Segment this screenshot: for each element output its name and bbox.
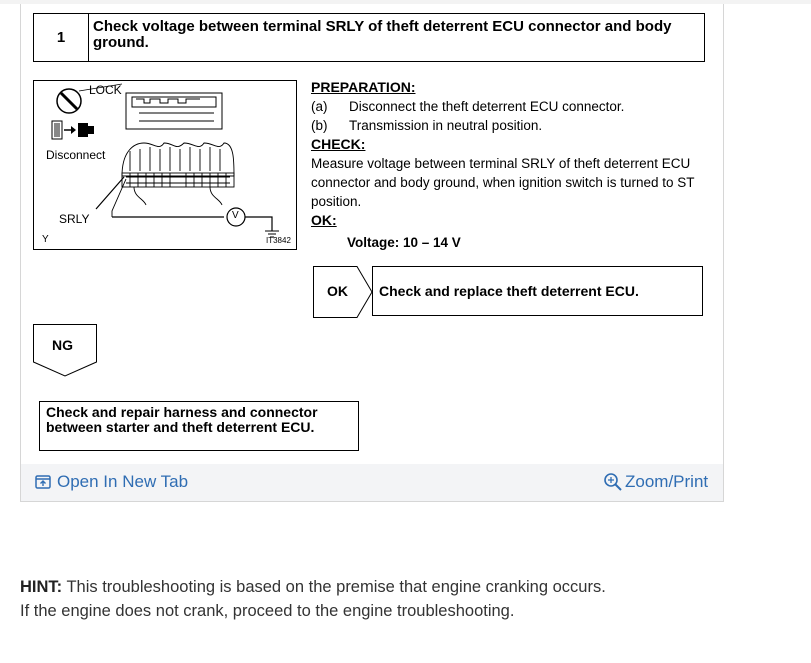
figure-footer: Open In New Tab Zoom/Print [21, 464, 723, 501]
step-title: Check voltage between terminal SRLY of t… [93, 18, 672, 51]
disconnect-icon [51, 120, 94, 140]
disconnect-label: Disconnect [46, 148, 106, 162]
zoom-icon [604, 473, 622, 491]
step-number: 1 [34, 14, 89, 61]
wiring-figure: LOCK Disconnect SRLY Y V IT3842 [33, 80, 297, 250]
hint-text: HINT: This troubleshooting is based on t… [20, 575, 800, 623]
procedure-text: PREPARATION: (a) Disconnect the theft de… [311, 78, 721, 252]
prep-item-label: (b) [311, 118, 328, 133]
open-new-tab-label: Open In New Tab [57, 472, 189, 491]
lock-switch-icon [56, 88, 82, 114]
ng-arrow-shape [33, 324, 97, 377]
srly-label: SRLY [59, 212, 90, 226]
prep-item: (b) Transmission in neutral position. [311, 116, 721, 135]
y-label: Y [42, 234, 49, 245]
prep-item-text: Disconnect the theft deterrent ECU conne… [349, 99, 625, 114]
ok-label: OK [327, 283, 348, 299]
harness-connector [121, 142, 235, 206]
open-new-tab-link[interactable]: Open In New Tab [35, 472, 188, 492]
prep-item-label: (a) [311, 99, 328, 114]
top-divider [0, 0, 811, 4]
prep-item: (a) Disconnect the theft deterrent ECU c… [311, 97, 721, 116]
troubleshooting-panel: 1 Check voltage between terminal SRLY of… [20, 4, 724, 502]
connector-diagram [51, 83, 279, 238]
ok-branch-tag: OK [313, 266, 373, 318]
hint-label: HINT: [20, 578, 63, 596]
step-header: 1 Check voltage between terminal SRLY of… [33, 13, 705, 62]
figure-id: IT3842 [266, 236, 291, 245]
ng-result-box: Check and repair harness and connector b… [39, 401, 359, 451]
check-heading: CHECK: [311, 136, 366, 152]
hint-line-2: If the engine does not crank, proceed to… [20, 602, 515, 620]
prep-item-text: Transmission in neutral position. [349, 118, 543, 133]
voltmeter-label: V [232, 210, 239, 221]
zoom-print-link[interactable]: Zoom/Print [603, 472, 708, 492]
voltage-spec: Voltage: 10 – 14 V [347, 235, 461, 250]
ok-result-box: Check and replace theft deterrent ECU. [372, 266, 703, 316]
ok-heading: OK: [311, 212, 337, 228]
ng-branch-tag: NG [33, 324, 97, 377]
ng-label: NG [52, 337, 73, 353]
ecu-connector [125, 92, 223, 130]
hint-line-1: This troubleshooting is based on the pre… [66, 578, 606, 596]
open-tab-icon [35, 475, 51, 489]
lock-label: LOCK [89, 83, 122, 97]
preparation-heading: PREPARATION: [311, 79, 416, 95]
ok-arrow-shape [313, 266, 373, 318]
check-text: Measure voltage between terminal SRLY of… [311, 156, 695, 209]
zoom-print-label: Zoom/Print [625, 472, 709, 491]
